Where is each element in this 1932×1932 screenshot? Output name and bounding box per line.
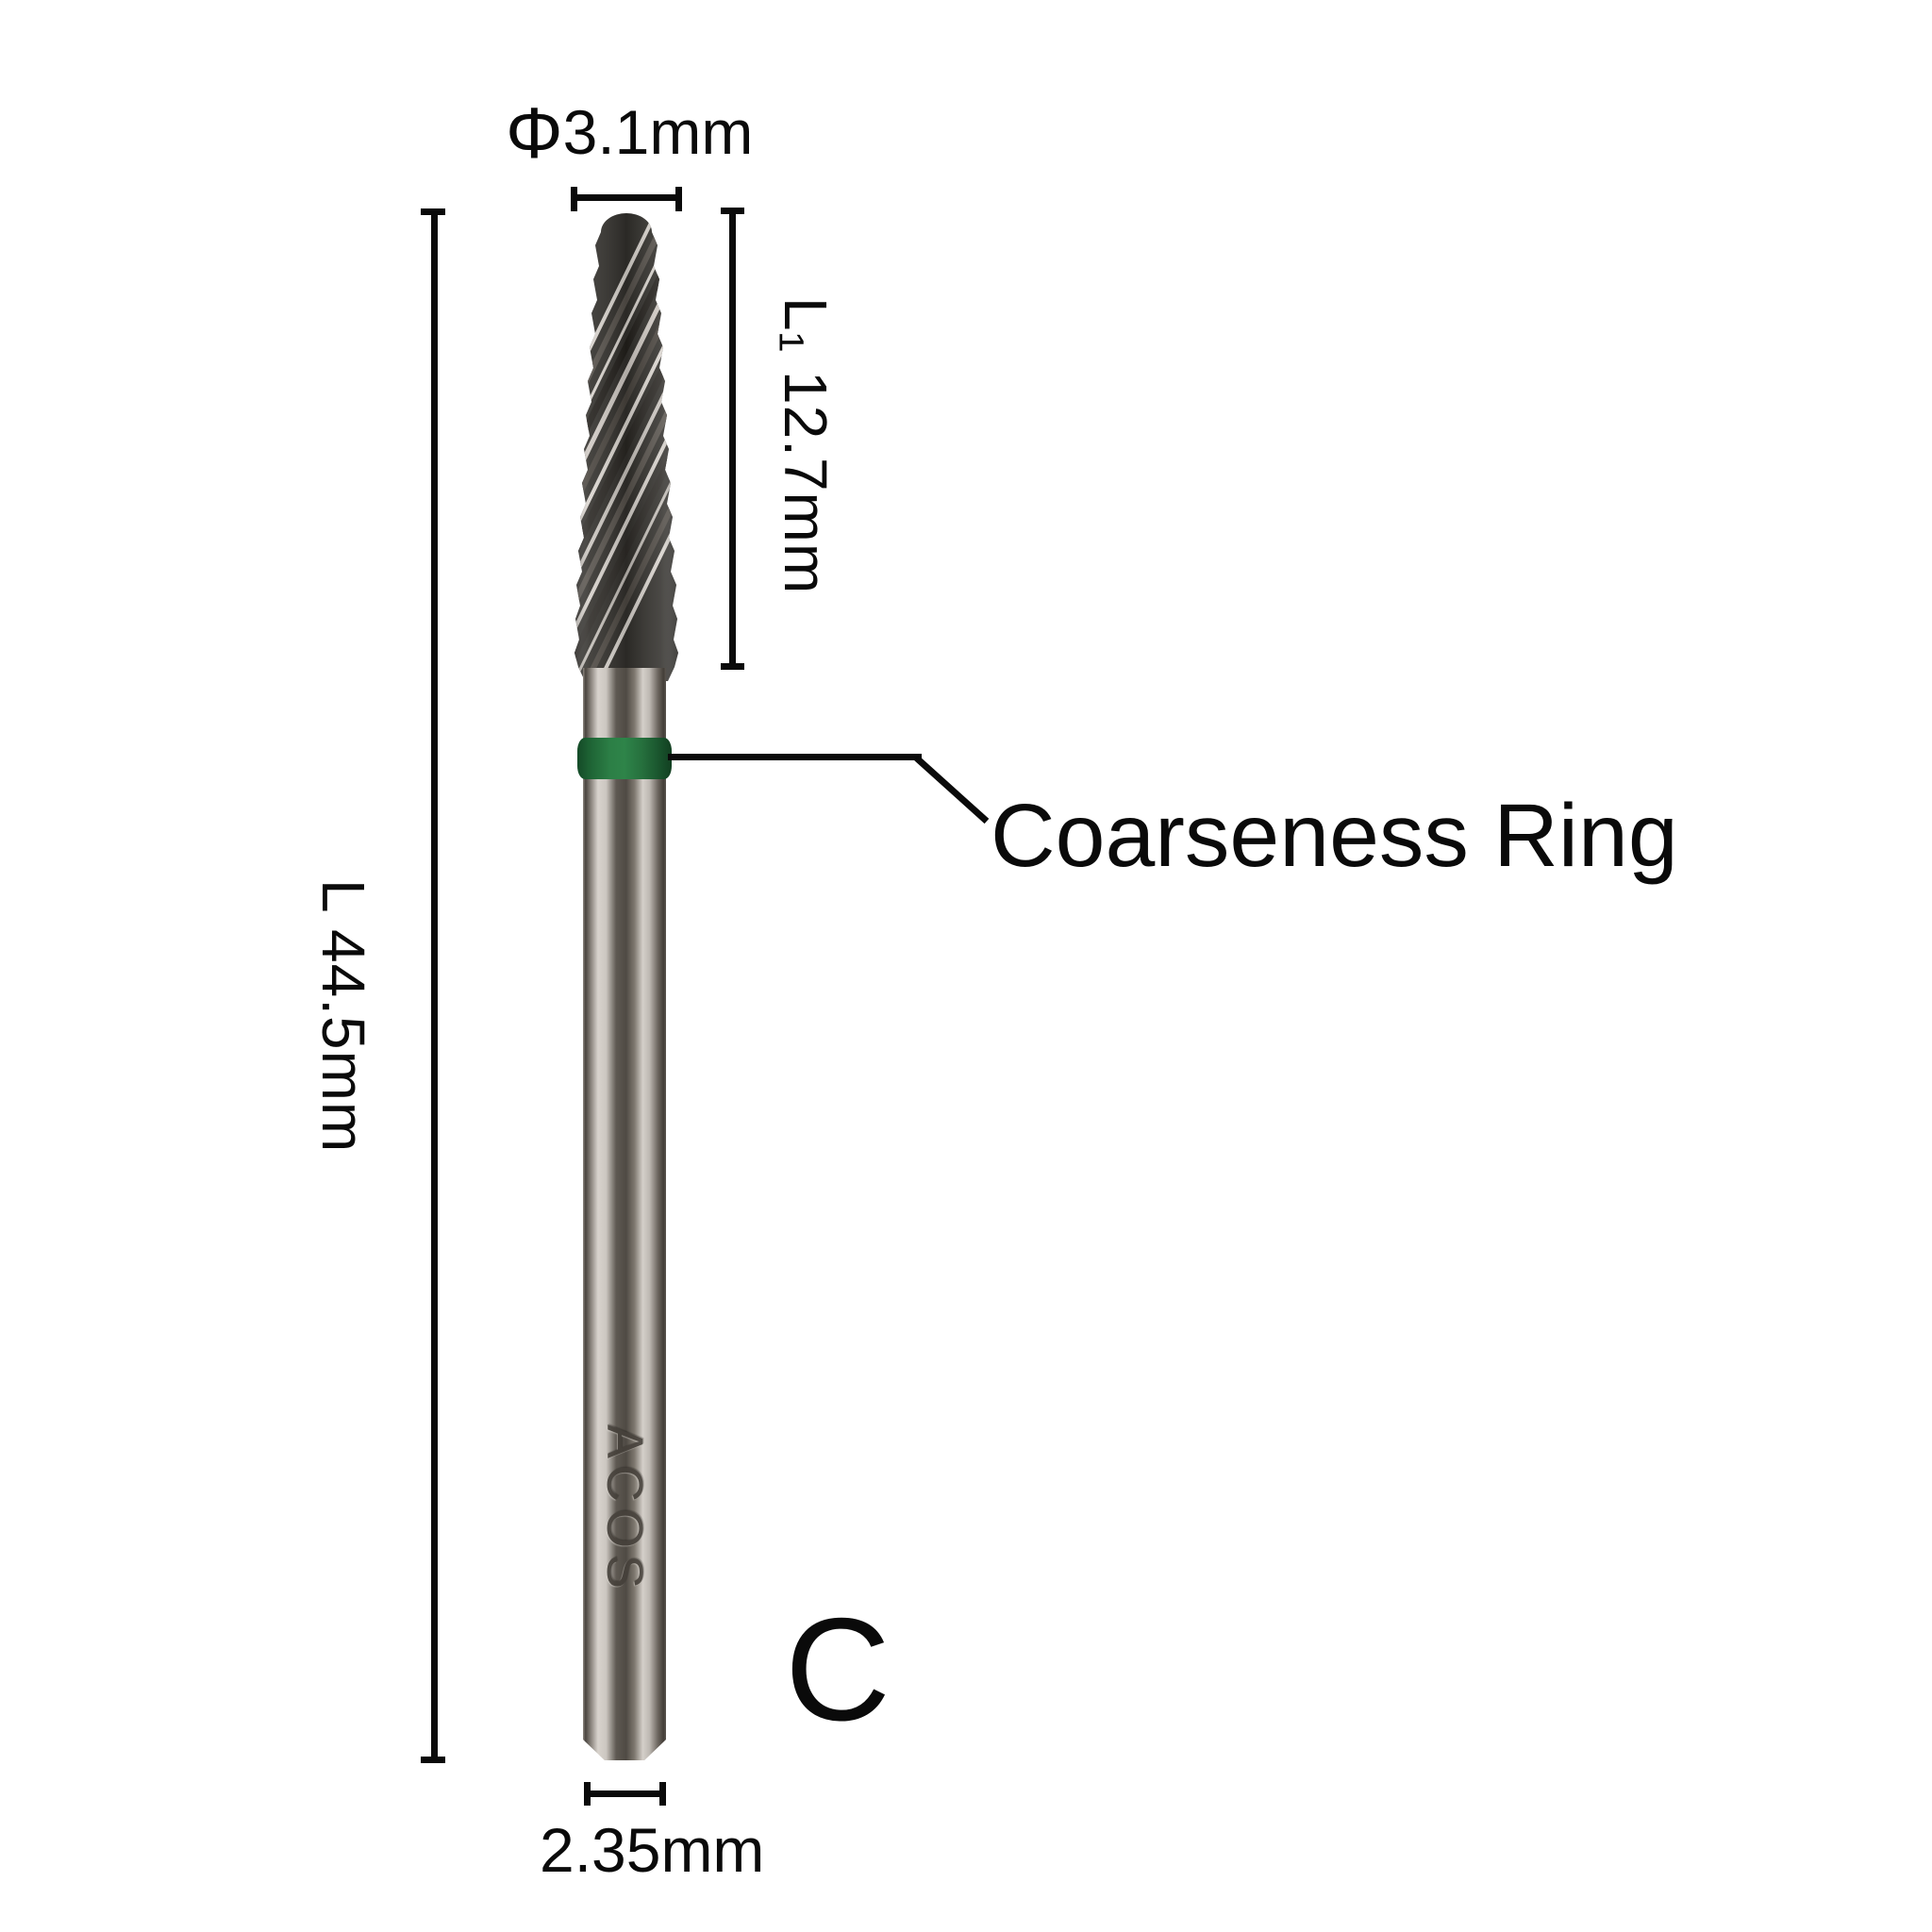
dim-cap-bottom — [721, 663, 744, 670]
diameter-icon: Φ — [506, 93, 563, 174]
head-diameter-label: Φ3.1mm — [506, 98, 753, 170]
bracket-tick-left — [571, 187, 577, 211]
flute-head-illustration — [575, 213, 678, 681]
grit-letter: C — [785, 1588, 891, 1751]
coarseness-ring-band — [577, 738, 672, 779]
dim-cap-top — [421, 208, 445, 215]
dim-line-vertical — [729, 211, 736, 666]
shank-diameter-label: 2.35mm — [540, 1815, 765, 1885]
coarseness-callout-line-horizontal — [668, 754, 922, 760]
overall-length-label: L 44.5mm — [309, 879, 377, 1154]
coarseness-callout-line-diagonal — [914, 756, 990, 824]
bracket-tick-left — [584, 1782, 591, 1806]
head-diameter-value: 3.1mm — [562, 97, 754, 167]
brand-engraving: ACOS — [596, 1424, 654, 1596]
bracket-bar — [573, 194, 681, 201]
dim-cap-top — [721, 208, 744, 214]
dim-line-vertical — [431, 211, 438, 1758]
flute-length-label: L₁ 12.7mm — [772, 297, 840, 595]
bracket-tick-right — [659, 1782, 666, 1806]
shank-illustration — [583, 668, 666, 1760]
bracket-tick-right — [675, 187, 682, 211]
bracket-bar — [586, 1790, 665, 1797]
dim-cap-bottom — [421, 1757, 445, 1763]
coarseness-ring-label: Coarseness Ring — [991, 786, 1678, 886]
